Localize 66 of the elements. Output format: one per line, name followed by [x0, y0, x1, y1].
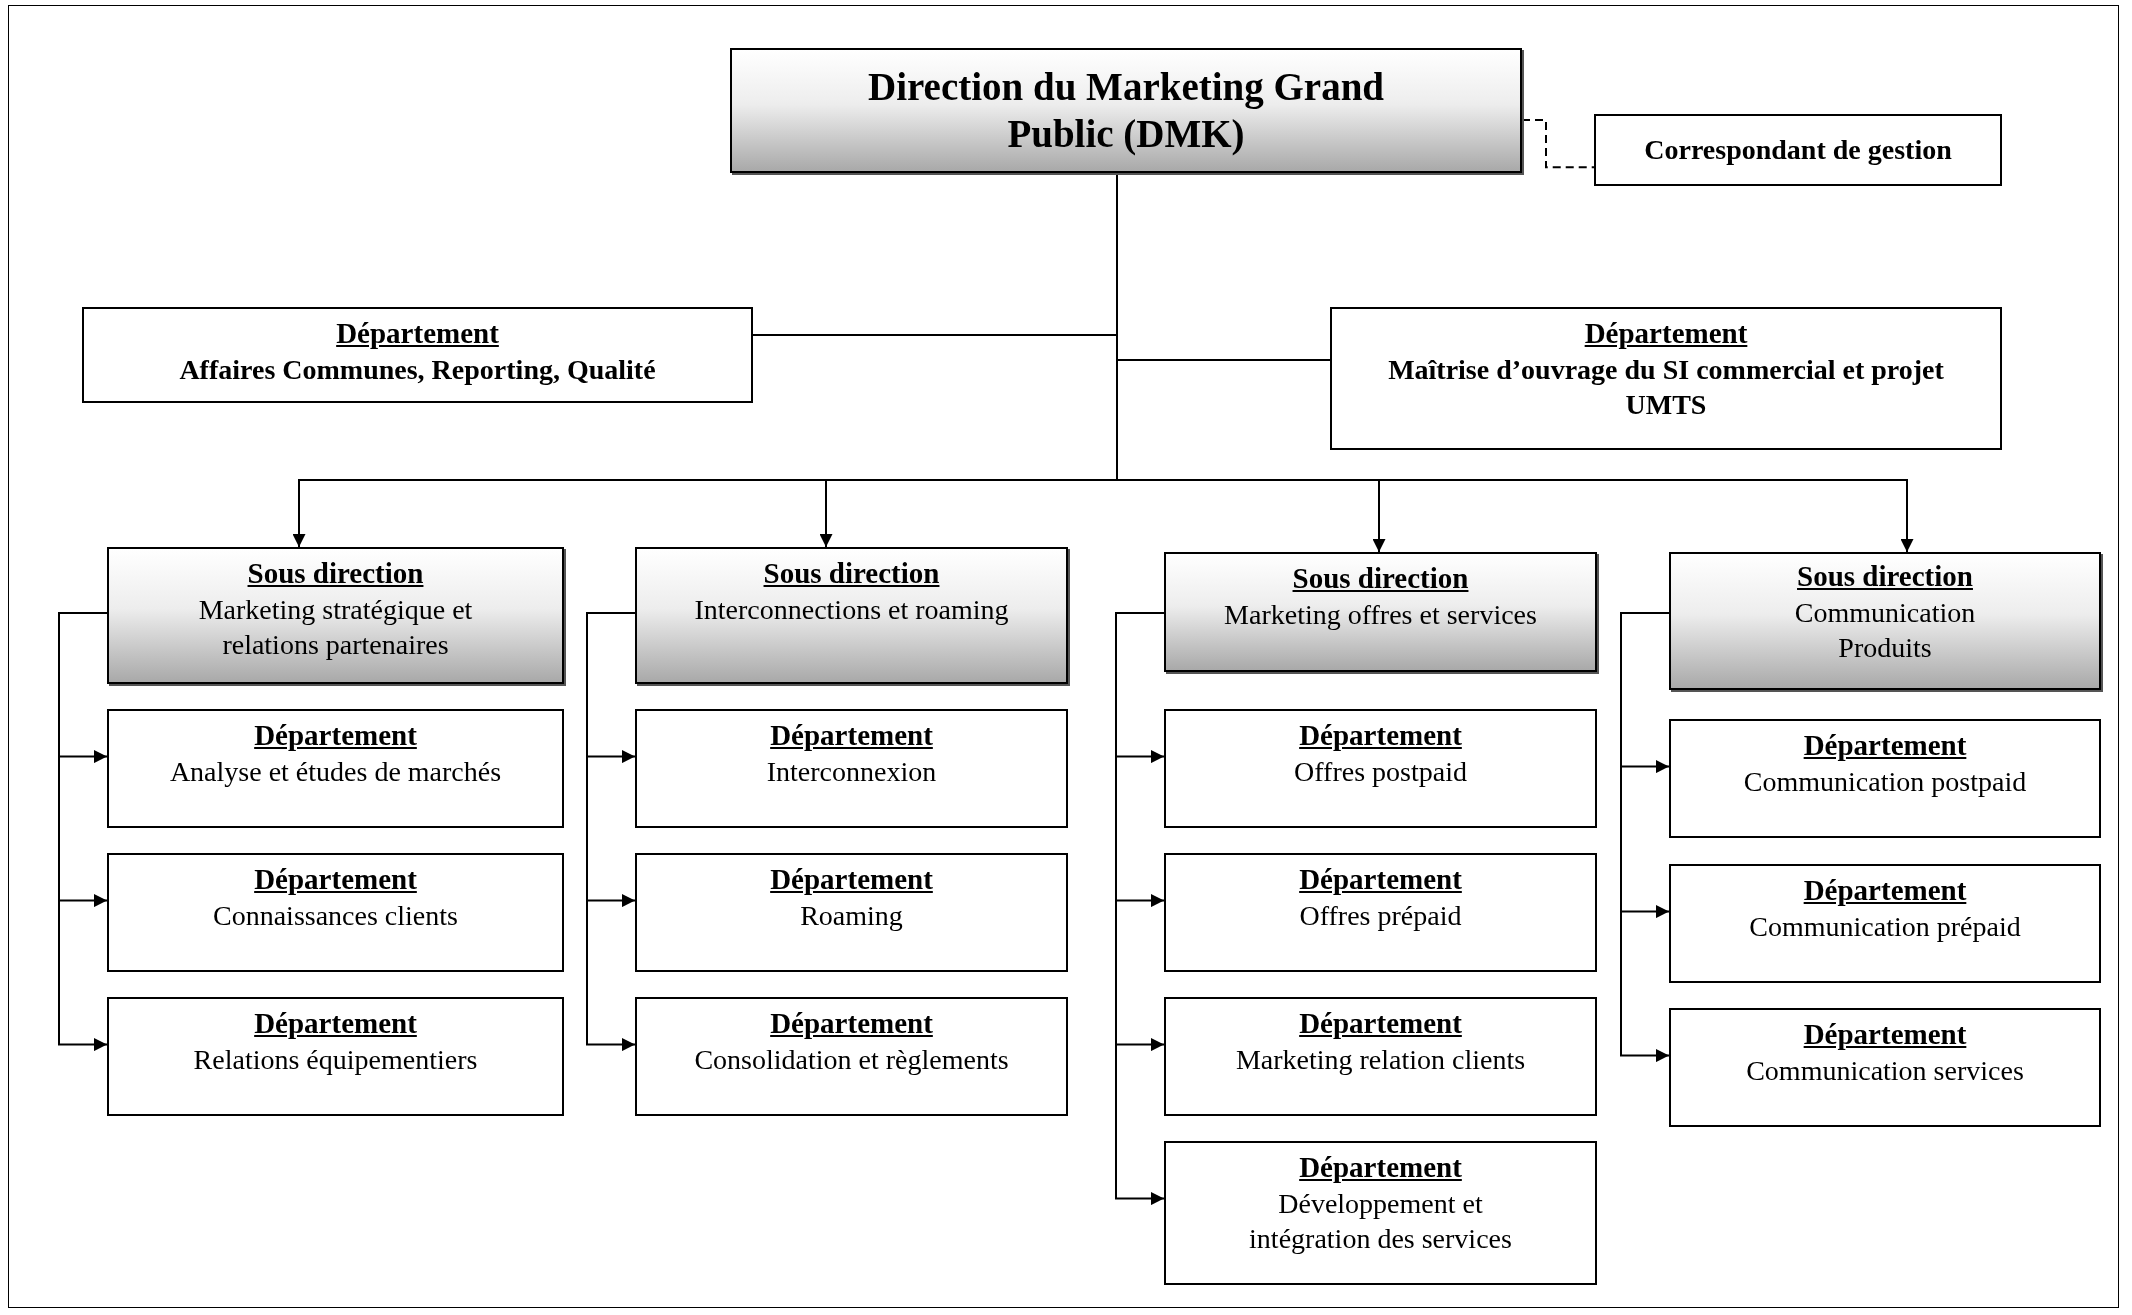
- box-text: Interconnexion: [766, 754, 937, 789]
- department-box: [1669, 1008, 2101, 1127]
- box-heading: Sous direction: [247, 556, 424, 591]
- box-heading: Département: [770, 718, 933, 753]
- box-heading: Sous direction: [1292, 561, 1469, 596]
- box-text: Correspondant de gestion: [1644, 133, 1952, 168]
- staff-box: [1594, 114, 2002, 186]
- box-heading: Département: [770, 862, 933, 897]
- box-heading: Département: [1299, 862, 1462, 897]
- box-heading: Département: [1803, 1017, 1967, 1052]
- box-heading: Département: [1803, 873, 1967, 908]
- box-text: Communication prépaid: [1749, 909, 2021, 944]
- connector-line: [1115, 612, 1165, 1206]
- box-title: Direction du Marketing Grand Public (DMK): [867, 63, 1385, 158]
- box-text: Offres postpaid: [1294, 754, 1467, 789]
- box-text: Développement et intégration des services: [1248, 1186, 1513, 1257]
- box-text: Relations équipementiers: [193, 1042, 478, 1077]
- connector-line: [586, 612, 636, 1052]
- box-heading: Département: [1299, 1006, 1462, 1041]
- box-text: Roaming: [800, 898, 903, 933]
- connector-line: [1620, 612, 1670, 1063]
- box-heading: Département: [1299, 1150, 1462, 1185]
- box-heading: Département: [1299, 718, 1462, 753]
- department-box: [1669, 864, 2101, 983]
- box-heading: Département: [254, 718, 417, 753]
- subdirection-box: [1164, 552, 1597, 672]
- connector-line: [58, 612, 108, 1052]
- department-box: [107, 709, 564, 828]
- department-box: [1164, 709, 1597, 828]
- box-text: Marketing offres et services: [1224, 597, 1537, 632]
- box-text: Offres prépaid: [1299, 898, 1462, 933]
- box-text: Analyse et études de marchés: [169, 754, 502, 789]
- connector-line: [1521, 119, 1595, 169]
- box-heading: Département: [254, 862, 417, 897]
- box-heading: Département: [336, 316, 499, 351]
- department-box: [635, 853, 1068, 972]
- department-box: [107, 997, 564, 1116]
- department-box: [107, 853, 564, 972]
- box-text: Marketing relation clients: [1235, 1042, 1526, 1077]
- box-heading: Département: [770, 1006, 933, 1041]
- box-heading: Sous direction: [1797, 559, 1973, 594]
- box-heading: Sous direction: [763, 556, 940, 591]
- department-box: [1164, 853, 1597, 972]
- box-text: Marketing stratégique et relations partenaires: [197, 592, 474, 663]
- subdirection-box: [107, 547, 564, 684]
- department-box: [635, 709, 1068, 828]
- box-heading: Département: [1803, 728, 1967, 763]
- box-text: Interconnections et roaming: [694, 592, 1009, 627]
- director-box: [730, 48, 1522, 173]
- department-box: [1164, 997, 1597, 1116]
- subdirection-box: [635, 547, 1068, 684]
- department-box: [1164, 1141, 1597, 1285]
- staff-box: [1330, 307, 2002, 450]
- box-text: Maîtrise d’ouvrage du SI commercial et projet UMTS: [1387, 352, 1945, 423]
- box-heading: Département: [254, 1006, 417, 1041]
- box-text: Communication Produits: [1793, 595, 1977, 666]
- box-text: Communication services: [1746, 1053, 2024, 1088]
- box-text: Communication postpaid: [1743, 764, 2027, 799]
- box-text: Affaires Communes, Reporting, Qualité: [179, 352, 656, 387]
- department-box: [635, 997, 1068, 1116]
- staff-box: [82, 307, 753, 403]
- subdirection-box: [1669, 552, 2101, 690]
- box-text: Connaissances clients: [213, 898, 458, 933]
- box-heading: Département: [1584, 316, 1748, 351]
- department-box: [1669, 719, 2101, 838]
- box-text: Consolidation et règlements: [694, 1042, 1009, 1077]
